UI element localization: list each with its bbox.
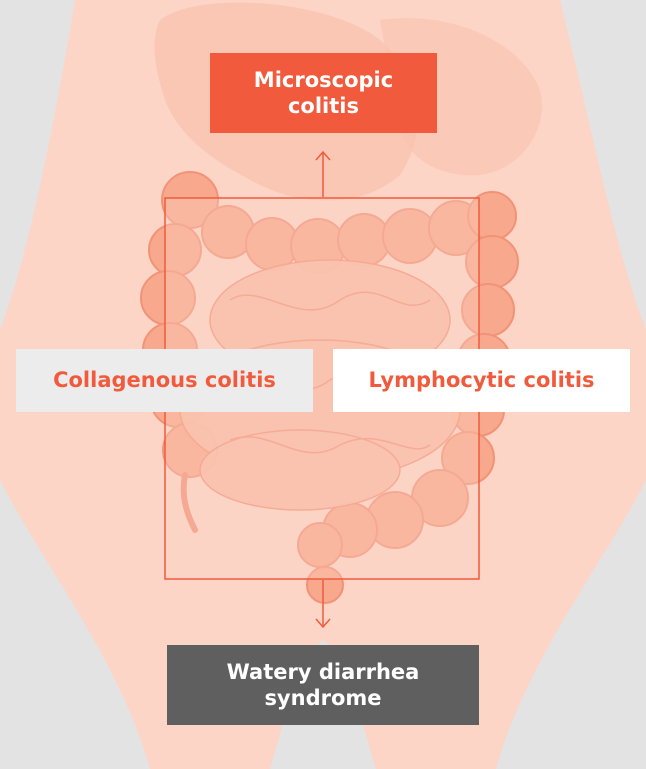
watery-diarrhea-line1: Watery diarrhea <box>227 659 420 685</box>
watery-diarrhea-line2: syndrome <box>227 685 420 711</box>
watery-diarrhea-box: Watery diarrhea syndrome <box>167 645 479 725</box>
microscopic-colitis-line1: Microscopic <box>254 67 393 93</box>
lymphocytic-colitis-box: Lymphocytic colitis <box>333 349 630 412</box>
collagenous-colitis-box: Collagenous colitis <box>16 349 313 412</box>
microscopic-colitis-box: Microscopic colitis <box>210 53 437 133</box>
collagenous-colitis-label: Collagenous colitis <box>53 367 276 393</box>
microscopic-colitis-line2: colitis <box>254 93 393 119</box>
lymphocytic-colitis-label: Lymphocytic colitis <box>368 367 594 393</box>
